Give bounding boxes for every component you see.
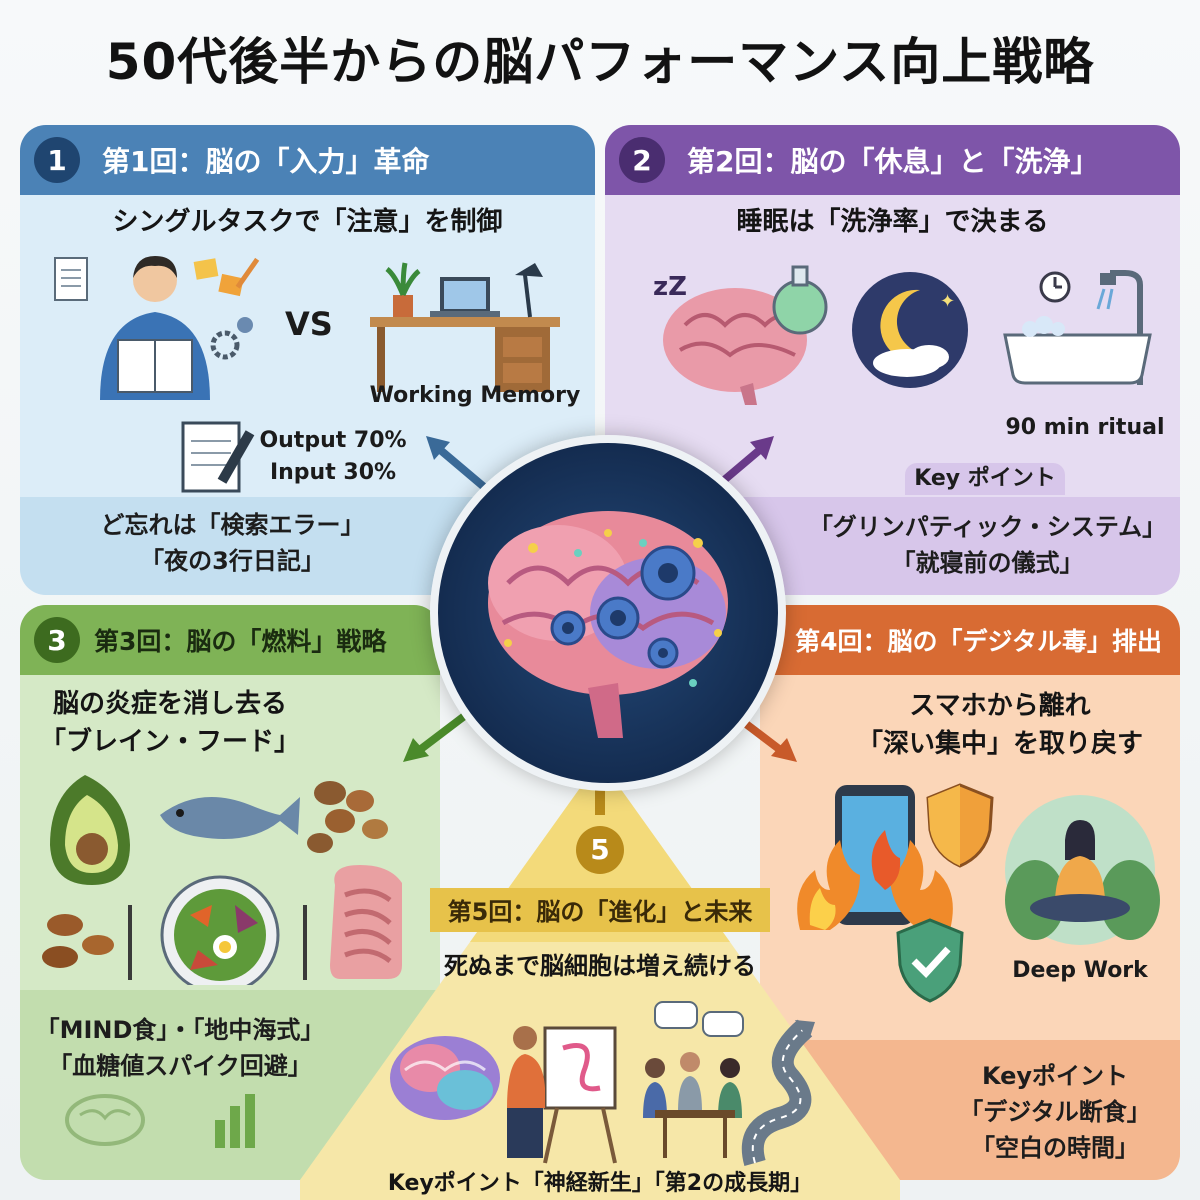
nuts-icon <box>307 781 388 853</box>
avocado-icon <box>50 775 130 885</box>
panel2-footer-line2: 「就寝前の儀式」 <box>891 549 1084 577</box>
panel3-header: 3 第3回：脳の「燃料」戦略 <box>20 605 440 675</box>
phone-fire-icon <box>797 785 953 930</box>
central-brain-gears-icon <box>430 435 786 791</box>
bar-icon <box>215 1094 255 1148</box>
svg-text:zZ: zZ <box>653 272 687 302</box>
panel1-title: 第1回：脳の「入力」革命 <box>102 145 430 178</box>
panel3-title: 第3回：脳の「燃料」戦略 <box>94 627 387 656</box>
panel2-title: 第2回：脳の「休息」と「洗浄」 <box>687 145 1099 178</box>
bathtub-icon <box>1003 270 1152 385</box>
moon-icon: ✦ <box>852 272 968 388</box>
panel5-number: 5 <box>576 826 624 874</box>
panel-rest-cleanse: 2 第2回：脳の「休息」と「洗浄」 睡眠は「洗浄率」で決まる zZ ✦ <box>605 125 1180 595</box>
brain-food-icons <box>42 775 402 985</box>
panel2-key-tag: Key ポイント <box>905 463 1065 495</box>
bath-ritual-label: 90 min ritual <box>1005 415 1165 440</box>
meditation-icon <box>1005 795 1160 945</box>
panel4-footer-line2: 「デジタル断食」 <box>959 1098 1151 1126</box>
desk-icon <box>370 262 560 392</box>
panel1-footer-line1: ど忘れは「検索エラー」 <box>100 511 365 539</box>
panel3-subtitle-line1: 脳の炎症を消し去る <box>52 689 287 719</box>
panel3-footer-line1: 「MIND食」・「地中海式」 <box>35 1016 325 1044</box>
panel2-footer-line1: 「グリンパティック・システム」 <box>808 513 1167 541</box>
input-ratio-line: Input 30% <box>269 460 397 485</box>
panel2-header: 2 第2回：脳の「休息」と「洗浄」 <box>605 125 1180 195</box>
almond-icon <box>42 914 114 968</box>
shield-icon <box>926 783 994 868</box>
panel1-subtitle: シングルタスクで「注意」を制御 <box>112 207 503 237</box>
output-ratio: Output 70% Input 30% <box>258 425 408 489</box>
arrow-to-panel1 <box>426 436 493 496</box>
panel4-header: 第4回：脳の「デジタル毒」排出 <box>760 605 1180 675</box>
notepad-icon <box>181 421 255 493</box>
panel4-title: 第4回：脳の「デジタル毒」排出 <box>795 627 1162 656</box>
salad-plate-icon <box>128 875 307 985</box>
panel5-title: 第5回：脳の「進化」と未来 <box>447 898 753 926</box>
panel2-subtitle: 睡眠は「洗浄率」で決まる <box>736 207 1049 237</box>
svg-text:✦: ✦ <box>940 291 955 312</box>
panel1-header: 1 第1回：脳の「入力」革命 <box>20 125 595 195</box>
panel1-number: 1 <box>34 137 80 183</box>
vs-label: VS <box>285 305 333 343</box>
group-talk-icon <box>643 1001 744 1158</box>
panel5-footer: Keyポイント「神経新生」「第2の成長期」 <box>387 1171 813 1196</box>
glowing-brain-icon <box>390 1036 500 1120</box>
panel-digital-detox: 第4回：脳の「デジタル毒」排出 スマホから離れ 「深い集中」を取り戻す <box>760 605 1180 1180</box>
winding-road-icon <box>741 1019 815 1167</box>
brain-outline-icon <box>65 1094 145 1146</box>
central-brain-svg <box>488 511 728 738</box>
panel3-subtitle-line2: 「ブレイン・フード」 <box>39 727 300 757</box>
page-title: 50代後半からの脳パフォーマンス向上戦略 <box>105 33 1095 91</box>
panel3-number: 3 <box>34 617 80 663</box>
check-shield-icon <box>896 918 964 1003</box>
working-memory-label: Working Memory <box>369 383 581 408</box>
panel2-number: 2 <box>619 137 665 183</box>
brain-flask-icon: zZ <box>653 265 828 405</box>
panel-evolution-future: 5 第5回：脳の「進化」と未来 死ぬまで脳細胞は増え続ける <box>300 760 900 1200</box>
panel5-subtitle: 死ぬまで脳細胞は増え続ける <box>444 952 756 980</box>
panel3-subtitle: 脳の炎症を消し去る 「ブレイン・フード」 <box>20 685 440 761</box>
panel-fuel-strategy: 3 第3回：脳の「燃料」戦略 脳の炎症を消し去る 「ブレイン・フード」 <box>20 605 440 1180</box>
intestine-icon <box>330 865 402 979</box>
fish-icon <box>160 797 300 839</box>
reader-person-icon <box>54 256 260 400</box>
output-ratio-line: Output 70% <box>259 428 407 453</box>
panel4-subtitle-line1: スマホから離れ <box>909 691 1091 721</box>
painter-icon <box>507 1026 617 1164</box>
panel4-subtitle-line2: 「深い集中」を取り戻す <box>856 729 1143 759</box>
panel4-footer-line3: 「空白の時間」 <box>971 1134 1139 1162</box>
panel4-subtitle: スマホから離れ 「深い集中」を取り戻す <box>760 687 1180 763</box>
panel4-footer-line1: Keyポイント <box>981 1062 1129 1090</box>
panel3-footer-line2: 「血糖値スパイク回避」 <box>48 1052 312 1080</box>
panel1-footer-line2: 「夜の3行日記」 <box>140 547 325 575</box>
deep-work-label: Deep Work <box>1012 958 1148 983</box>
panel5-icons <box>390 1001 815 1167</box>
